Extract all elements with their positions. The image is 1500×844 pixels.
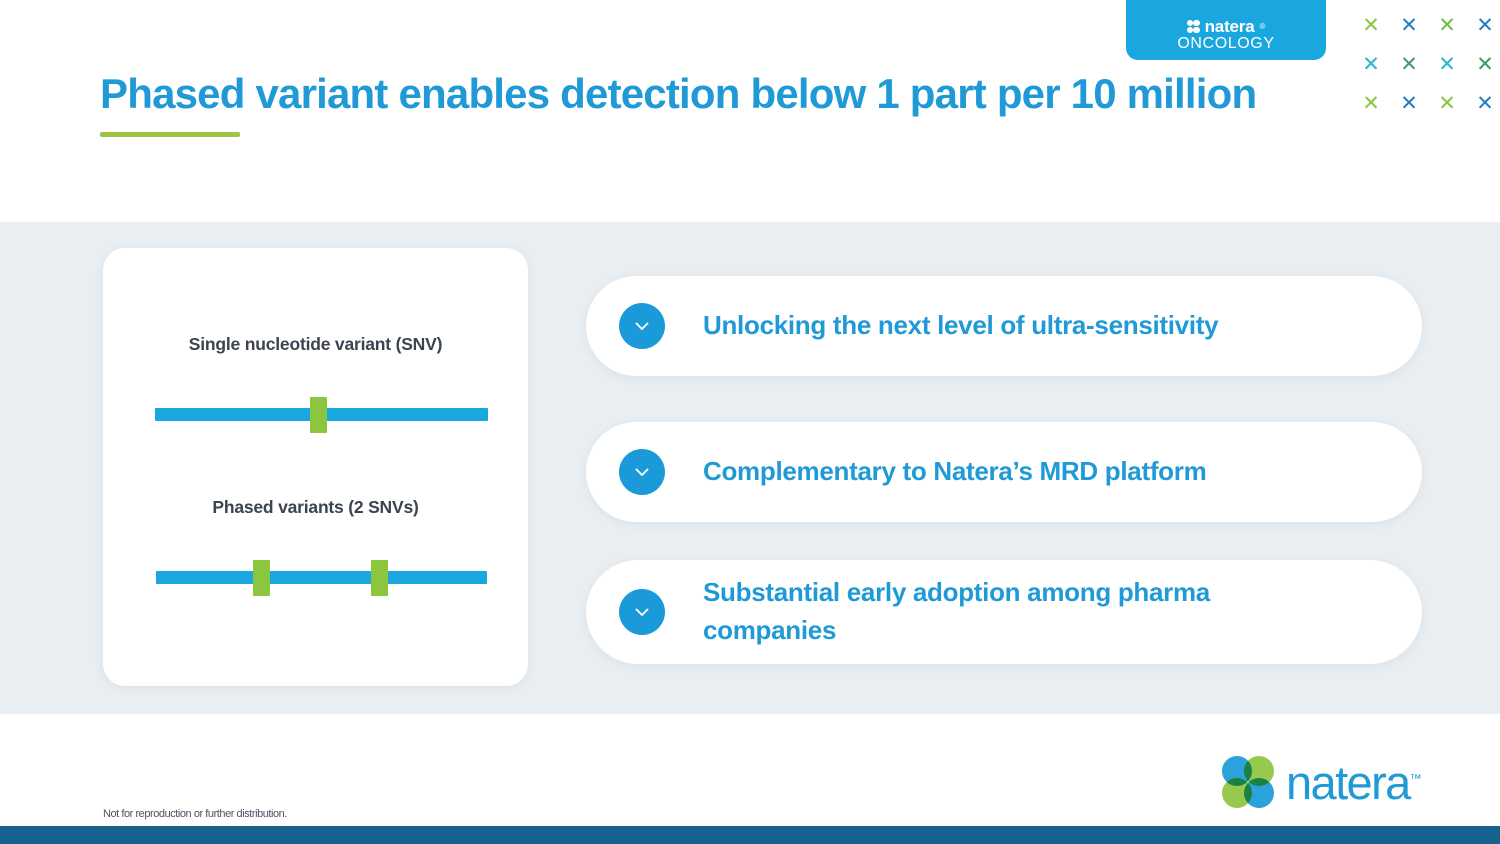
decorative-x-icon: ✕ — [1400, 91, 1418, 115]
decorative-x-icon: ✕ — [1400, 52, 1418, 76]
diagram-block-snv: Single nucleotide variant (SNV) — [103, 334, 528, 437]
decorative-x-icon: ✕ — [1476, 13, 1494, 37]
page-title: Phased variant enables detection below 1… — [100, 70, 1257, 117]
variant-marker — [310, 397, 327, 433]
natera-flower-icon — [1186, 20, 1200, 33]
diagram-label-snv: Single nucleotide variant (SNV) — [188, 334, 443, 354]
badge-wordmark-row: natera ® — [1186, 17, 1266, 36]
header-zone: natera ® ONCOLOGY ✕ ✕ ✕ ✕ ✕ ✕ ✕ ✕ ✕ ✕ ✕ ✕ Phased va… — [0, 0, 1500, 222]
decorative-x-icon: ✕ — [1362, 52, 1380, 76]
diagram-track-snv — [103, 391, 528, 437]
diagram-track-phased — [103, 554, 528, 600]
badge-subtitle: ONCOLOGY — [1177, 35, 1275, 52]
natera-flower-icon — [1222, 756, 1274, 808]
dna-track-bar — [156, 571, 487, 584]
decorative-x-grid: ✕ ✕ ✕ ✕ ✕ ✕ ✕ ✕ ✕ ✕ ✕ ✕ — [1352, 6, 1500, 123]
registered-mark: ® — [1259, 22, 1266, 31]
check-circle-icon — [619, 303, 665, 349]
natera-logo: natera™ — [1222, 756, 1422, 808]
footer-bar — [0, 826, 1500, 844]
bullet-card-2[interactable]: Complementary to Natera’s MRD platform — [586, 422, 1422, 522]
variant-marker — [253, 560, 270, 596]
diagram-label-phased: Phased variants (2 SNVs) — [212, 497, 419, 517]
diagram-block-phased: Phased variants (2 SNVs) — [103, 497, 528, 600]
natera-oncology-badge: natera ® ONCOLOGY — [1126, 0, 1326, 60]
decorative-x-icon: ✕ — [1438, 91, 1456, 115]
decorative-x-icon: ✕ — [1400, 13, 1418, 37]
title-underline-accent — [100, 132, 240, 138]
decorative-x-icon: ✕ — [1362, 13, 1380, 37]
decorative-x-icon: ✕ — [1438, 13, 1456, 37]
decorative-x-icon: ✕ — [1438, 52, 1456, 76]
check-circle-icon — [619, 589, 665, 635]
variant-marker — [371, 560, 388, 596]
bullet-card-1[interactable]: Unlocking the next level of ultra-sensit… — [586, 276, 1422, 376]
natera-wordmark: natera™ — [1286, 755, 1422, 809]
bullet-text-3: Substantial early adoption among pharma … — [703, 577, 1210, 645]
decorative-x-icon: ✕ — [1362, 91, 1380, 115]
trademark-mark: ™ — [1409, 770, 1422, 785]
variant-diagram-card: Single nucleotide variant (SNV) Phased v… — [103, 248, 528, 686]
decorative-x-icon: ✕ — [1476, 91, 1494, 115]
decorative-x-icon: ✕ — [1476, 52, 1494, 76]
title-block: Phased variant enables detection below 1… — [100, 70, 1257, 138]
bullet-text-2: Complementary to Natera’s MRD platform — [703, 456, 1207, 487]
bullet-text-1: Unlocking the next level of ultra-sensit… — [703, 310, 1219, 341]
bullet-card-3[interactable]: Substantial early adoption among pharma … — [586, 560, 1422, 664]
disclaimer-text: Not for reproduction or further distribu… — [103, 808, 287, 820]
badge-wordmark: natera — [1204, 17, 1255, 36]
check-circle-icon — [619, 449, 665, 495]
